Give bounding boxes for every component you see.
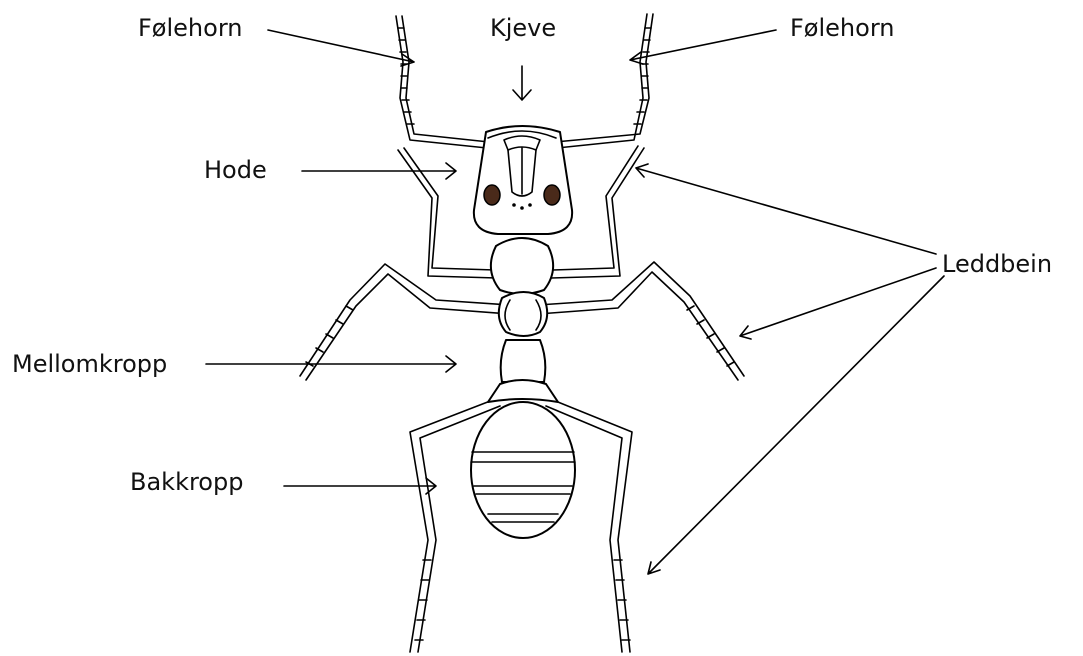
label-thorax: Mellomkropp: [12, 350, 167, 378]
label-jaw: Kjeve: [490, 14, 556, 42]
leg-middle-right: [538, 262, 744, 380]
label-abdomen: Bakkropp: [130, 468, 243, 496]
label-antenna-right: Følehorn: [790, 14, 894, 42]
arrow-abdomen: [284, 478, 436, 494]
arrow-thorax: [206, 356, 456, 372]
ant-abdomen: [471, 402, 575, 538]
label-head: Hode: [204, 156, 267, 184]
antenna-right: [555, 14, 653, 148]
arrow-leg-1: [636, 164, 936, 254]
ant-thorax: [488, 238, 558, 402]
arrow-antenna-left: [268, 30, 414, 66]
arrow-head: [302, 163, 456, 179]
leg-middle-left: [300, 264, 510, 380]
ant-illustration: [300, 14, 744, 652]
label-legs: Leddbein: [942, 250, 1052, 278]
ant-head: [474, 126, 572, 234]
arrow-antenna-right: [630, 30, 776, 64]
eye-left: [484, 185, 500, 205]
eye-right: [544, 185, 560, 205]
arrow-leg-2: [740, 268, 936, 339]
arrow-jaw: [513, 66, 531, 100]
arrow-leg-3: [648, 276, 944, 574]
antenna-left: [396, 16, 489, 148]
label-antenna-left: Følehorn: [138, 14, 242, 42]
